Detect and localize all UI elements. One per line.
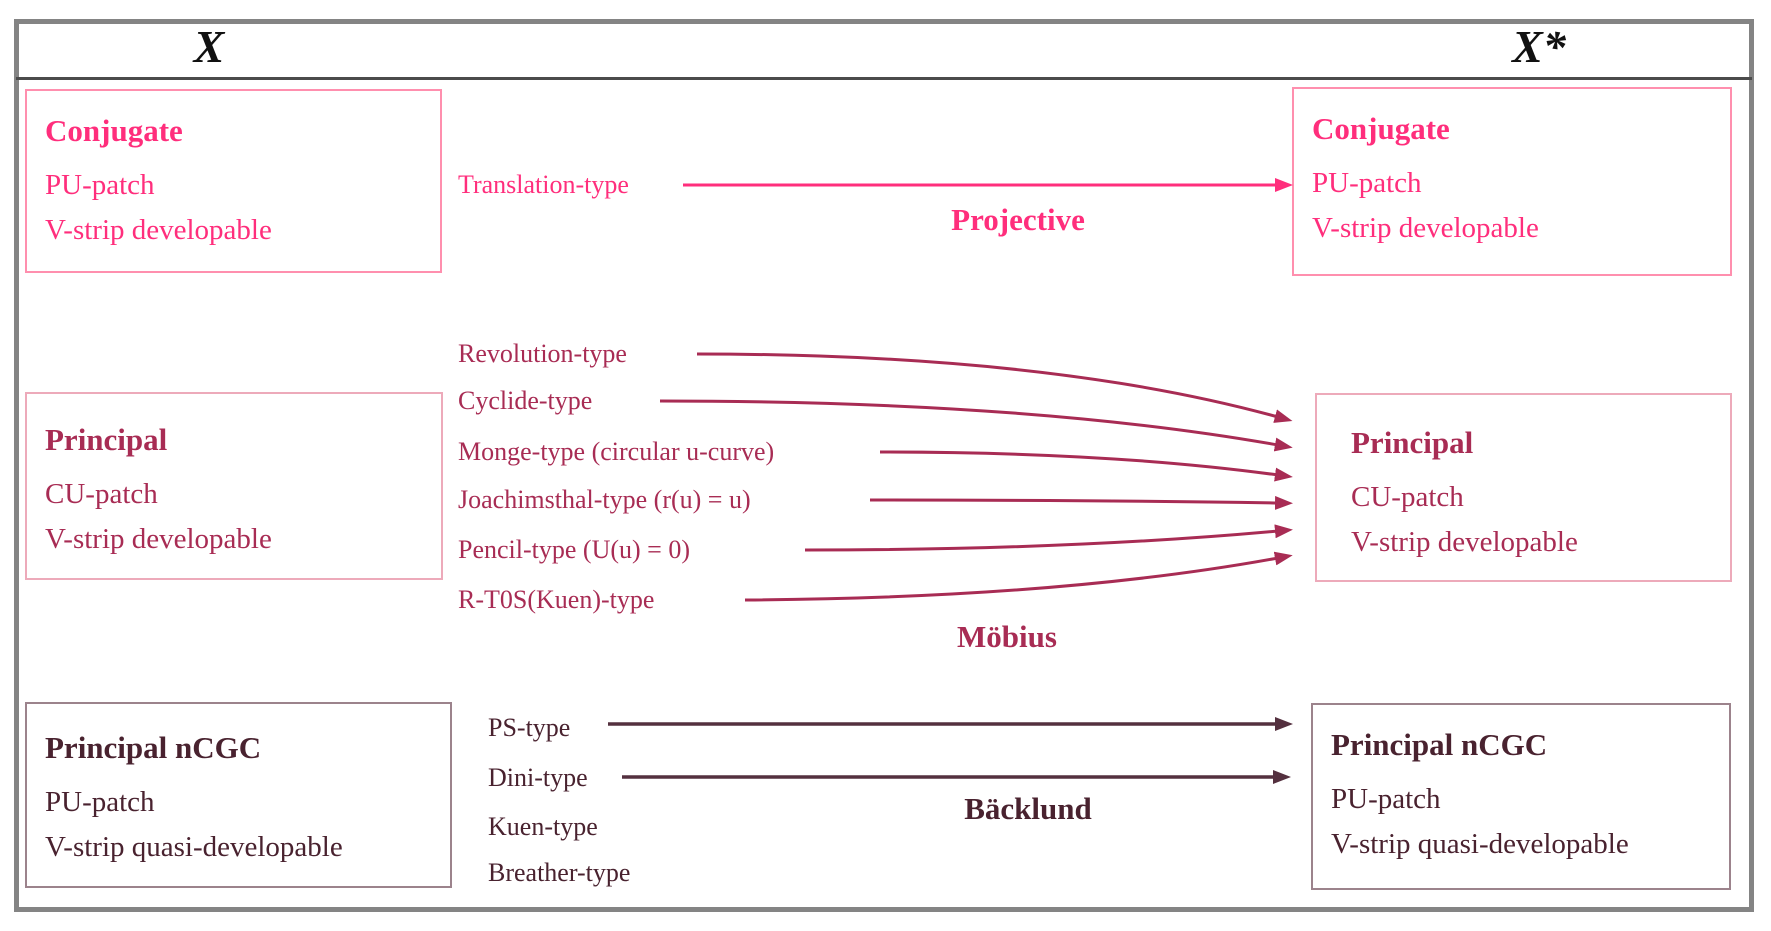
- box-conjugate-left: Conjugate PU-patch V-strip developable: [25, 89, 442, 273]
- outer-frame: [14, 19, 1754, 912]
- arrow-label-revolution-type: Revolution-type: [458, 339, 627, 368]
- box-principal-ncgc-right: Principal nCGC PU-patch V-strip quasi-de…: [1311, 703, 1731, 890]
- box-line: PU-patch: [45, 169, 155, 201]
- box-title: Principal nCGC: [1331, 727, 1548, 762]
- box-line: PU-patch: [45, 786, 155, 818]
- box-title: Principal nCGC: [45, 730, 262, 765]
- arrow-label-cyclide-type: Cyclide-type: [458, 386, 593, 415]
- box-line: CU-patch: [1351, 481, 1464, 513]
- box-title: Conjugate: [45, 113, 183, 148]
- box-line: V-strip quasi-developable: [1331, 828, 1629, 860]
- box-conjugate-right: Conjugate PU-patch V-strip developable: [1292, 87, 1732, 276]
- box-line: CU-patch: [45, 478, 158, 510]
- arrow-label-pencil-type: Pencil-type (U(u) = 0): [458, 535, 690, 564]
- box-title: Conjugate: [1312, 111, 1450, 146]
- arrow-label-translation-type: Translation-type: [458, 170, 629, 199]
- box-line: PU-patch: [1331, 783, 1441, 815]
- label-breather-type: Breather-type: [488, 858, 631, 887]
- box-principal-ncgc-left: Principal nCGC PU-patch V-strip quasi-de…: [25, 702, 452, 888]
- arrow-label-monge-type: Monge-type (circular u-curve): [458, 437, 775, 466]
- arrow-label-ps-type: PS-type: [488, 713, 571, 742]
- column-header-x-star: X*: [1512, 21, 1566, 72]
- transformation-name-backlund: Bäcklund: [964, 791, 1092, 826]
- box-line: V-strip developable: [45, 523, 272, 555]
- arrow-label-joachimsthal-type: Joachimsthal-type (r(u) = u): [458, 485, 751, 514]
- column-header-x: X: [193, 21, 225, 72]
- arrow-label-dini-type: Dini-type: [488, 763, 588, 792]
- box-line: V-strip developable: [45, 214, 272, 246]
- box-line: V-strip quasi-developable: [45, 831, 343, 863]
- transformation-name-projective: Projective: [951, 202, 1085, 237]
- box-title: Principal: [45, 422, 168, 457]
- box-line: V-strip developable: [1351, 526, 1578, 558]
- label-kuen-type: Kuen-type: [488, 812, 598, 841]
- box-principal-left: Principal CU-patch V-strip developable: [25, 392, 443, 580]
- box-title: Principal: [1351, 425, 1474, 460]
- transformation-name-mobius: Möbius: [957, 619, 1057, 654]
- header-separator-rule: [16, 77, 1752, 80]
- box-line: V-strip developable: [1312, 212, 1539, 244]
- box-line: PU-patch: [1312, 167, 1422, 199]
- arrow-label-rt0s-kuen-type: R-T0S(Kuen)-type: [458, 585, 655, 614]
- box-principal-right: Principal CU-patch V-strip developable: [1315, 393, 1732, 582]
